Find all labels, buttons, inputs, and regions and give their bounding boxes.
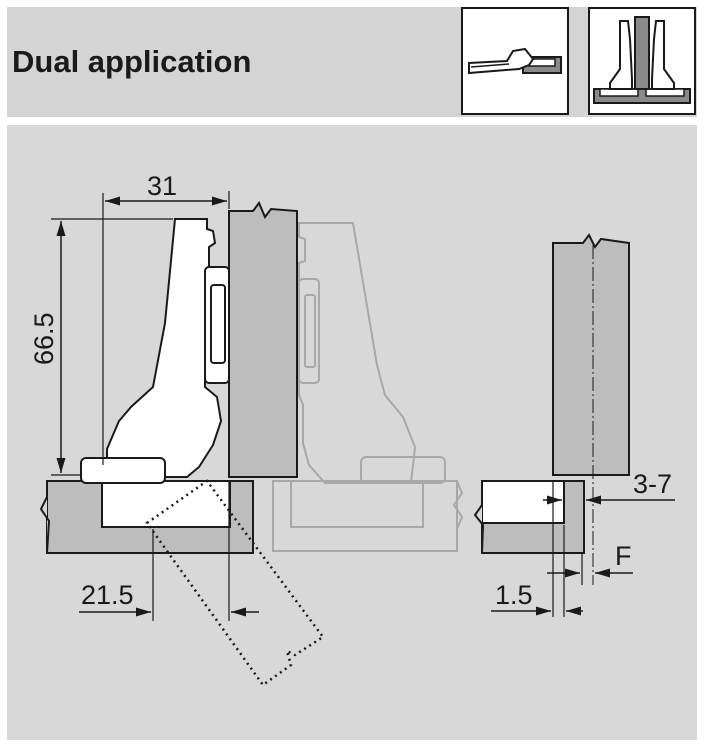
dim-label-21-5: 21.5	[81, 580, 134, 610]
dimension-21-5: 21.5	[79, 481, 259, 621]
hinge-technical-drawing: 31 66.5 21.5 3-7	[29, 171, 675, 687]
dim-label-31: 31	[147, 171, 177, 201]
dim-label-3-7: 3-7	[633, 469, 672, 499]
dimension-1-5: 1.5	[491, 481, 583, 617]
cabinet-side-left	[39, 480, 254, 554]
dim-label-66-5: 66.5	[29, 312, 59, 365]
door-panel-left	[228, 201, 298, 478]
thumbnail-side-view	[461, 7, 569, 115]
dimension-66-5: 66.5	[29, 218, 173, 476]
side-view-hinge-icon	[468, 47, 562, 75]
cabinet-side-right	[473, 480, 585, 554]
ghost-hinge-outline	[272, 222, 464, 552]
dual-application-front-icon	[593, 16, 691, 104]
header-band	[7, 7, 697, 117]
dimension-3-7: 3-7	[543, 469, 675, 505]
header: Dual application	[0, 0, 704, 118]
dim-label-1-5: 1.5	[495, 580, 533, 610]
thumbnail-dual-application	[588, 7, 696, 115]
door-panel-right	[552, 233, 630, 585]
drawing-panel: 31 66.5 21.5 3-7	[7, 125, 697, 740]
dimension-31: 31	[102, 171, 230, 465]
hinge-arm	[80, 218, 230, 484]
page-title: Dual application	[12, 44, 252, 79]
dim-label-f: F	[615, 541, 632, 571]
